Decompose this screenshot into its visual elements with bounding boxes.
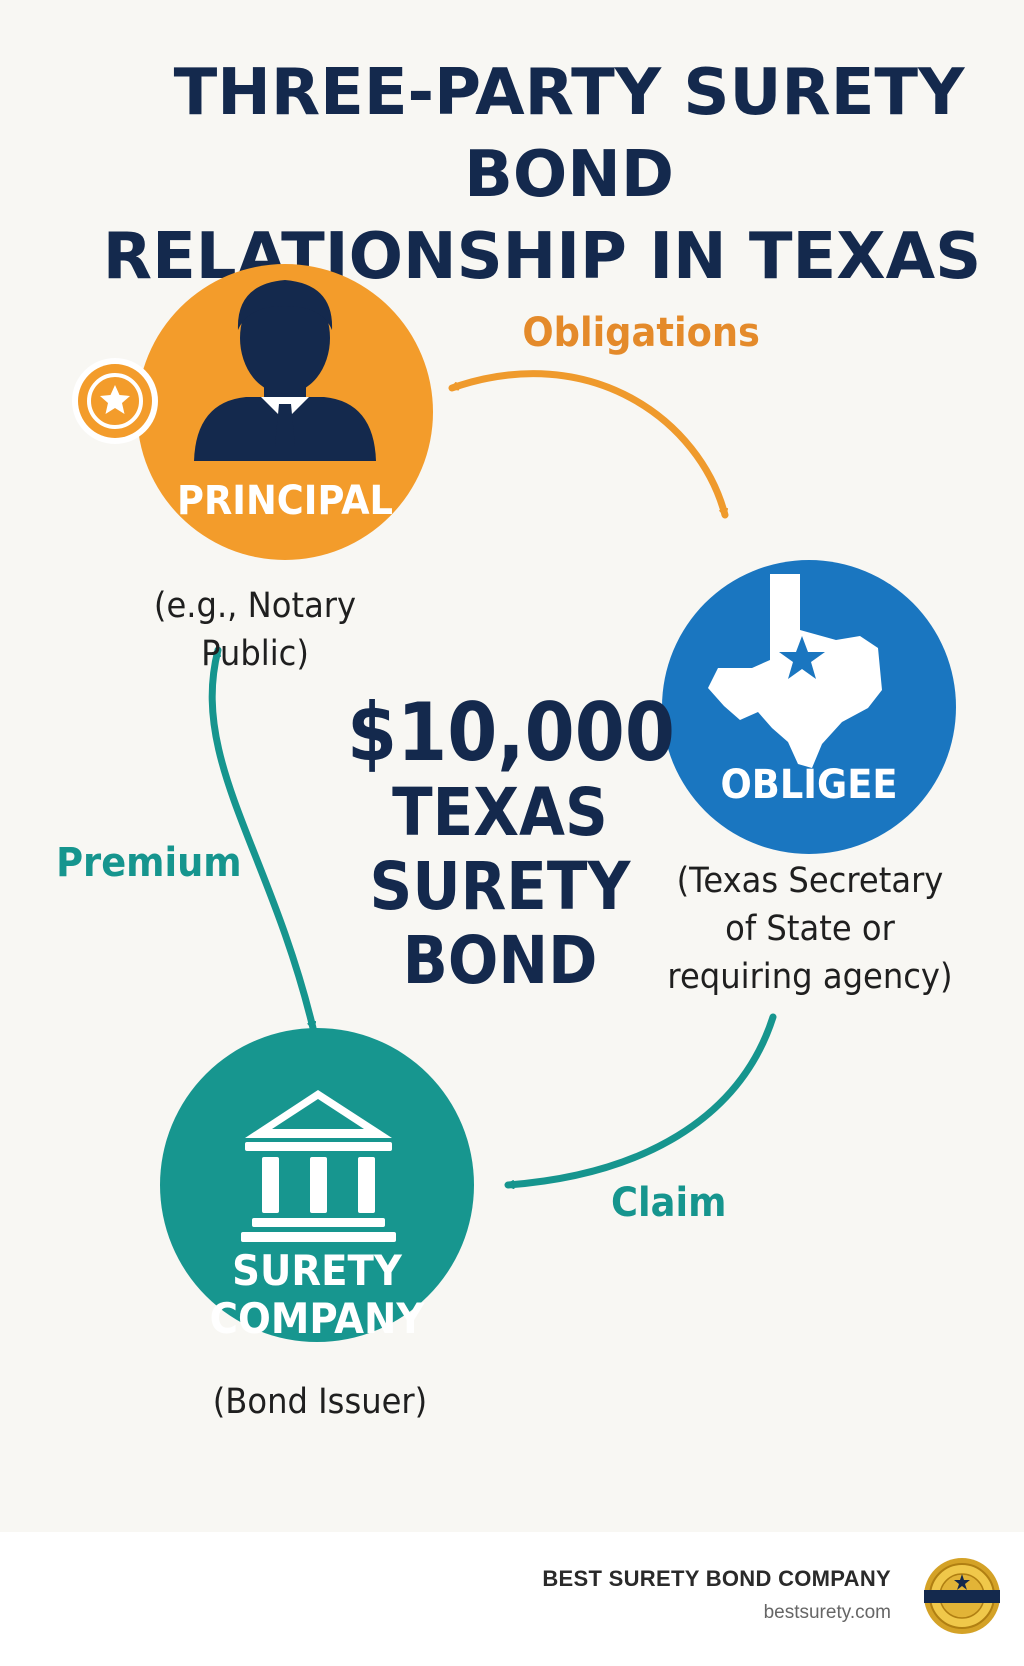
page-title: THREE-PARTY SURETY BOND RELATIONSHIP IN … — [0, 52, 1024, 298]
claim-label: Claim — [611, 1180, 727, 1226]
center-bond-text: $10,000 TEXAS SURETY BOND — [347, 686, 675, 999]
principal-sublabel: (e.g., Notary Public) — [153, 586, 357, 674]
obligee-sublabel: (Texas Secretary of State or requiring a… — [654, 857, 967, 1001]
center-line-2: SURETY — [369, 848, 631, 925]
center-line-1: TEXAS — [392, 774, 608, 851]
premium-label: Premium — [56, 840, 242, 886]
footer — [0, 1532, 1024, 1666]
principal-label: PRINCIPAL — [176, 478, 394, 524]
title-line-1: THREE-PARTY SURETY BOND — [173, 56, 965, 212]
person-icon — [194, 280, 376, 461]
texas-map-icon — [708, 574, 882, 768]
obligations-label: Obligations — [522, 310, 760, 356]
surety-label: SURETY COMPANY — [202, 1247, 432, 1343]
brand-url[interactable]: bestsurety.com — [763, 1602, 891, 1623]
surety-sublabel: (Bond Issuer) — [212, 1382, 428, 1422]
principal-badge — [72, 358, 158, 444]
obligee-sublabel-line-1: (Texas Secretary — [676, 861, 944, 901]
obligations-arrow — [448, 370, 729, 519]
brand-block: BEST SURETY BOND COMPANY bestsurety.com — [542, 1566, 891, 1624]
obligee-sublabel-line-2: of State or — [725, 909, 895, 949]
premium-arrow — [208, 646, 317, 1032]
brand-name: BEST SURETY BOND COMPANY — [542, 1566, 891, 1591]
relationship-diagram — [72, 264, 956, 1342]
obligee-sublabel-line-3: requiring agency) — [667, 957, 953, 997]
bond-amount: $10,000 — [347, 686, 675, 779]
star-icon — [100, 385, 130, 414]
surety-label-line-2: COMPANY — [209, 1294, 425, 1343]
bank-building-icon — [241, 1090, 396, 1242]
obligee-label: OBLIGEE — [720, 762, 898, 808]
best-surety-seal-icon — [924, 1558, 1000, 1634]
star-icon — [779, 636, 825, 679]
claim-arrow — [504, 1013, 777, 1190]
center-line-3: BOND — [402, 922, 598, 999]
surety-label-line-1: SURETY — [232, 1246, 402, 1295]
